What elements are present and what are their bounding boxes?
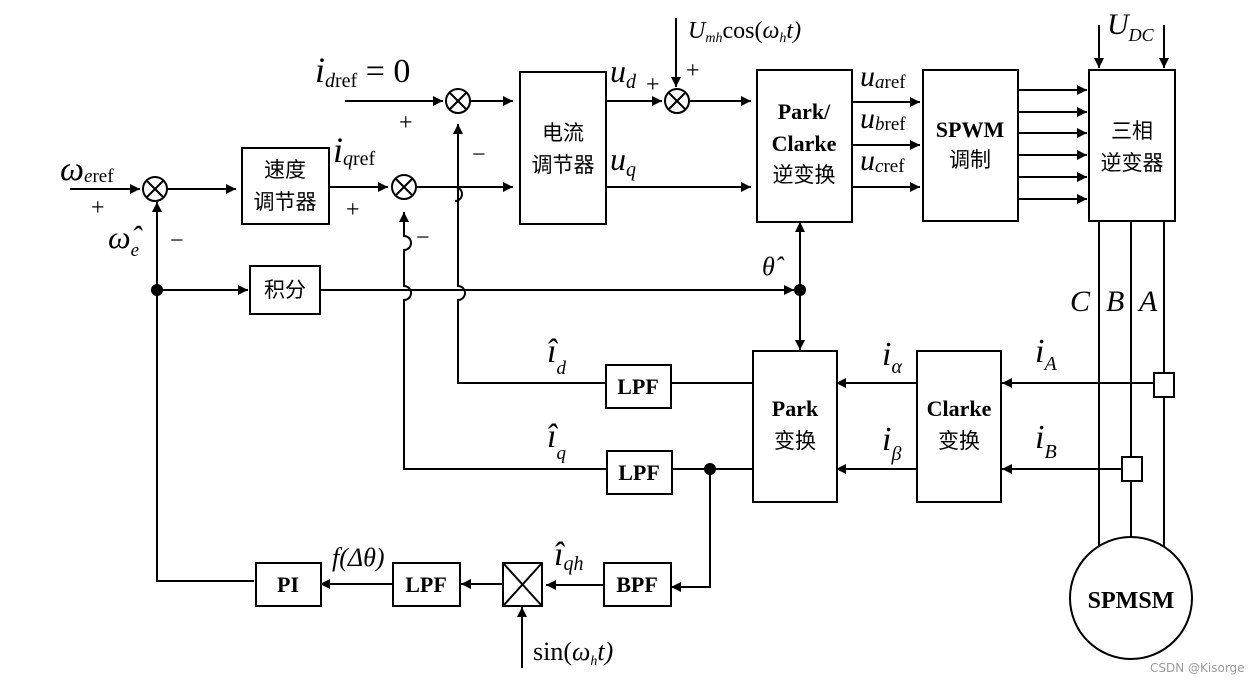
label-uq: uq	[610, 141, 636, 181]
junction-omega-hat	[151, 284, 163, 296]
label-phase-c: C	[1070, 285, 1091, 318]
clarke-block: Clarke 变换	[916, 350, 1002, 503]
wire-omega-hat	[152, 202, 254, 582]
sign-minus-id: −	[472, 142, 486, 168]
lpf-d-block: LPF	[605, 364, 672, 409]
inv-clarke-label: Clarke	[772, 131, 837, 156]
lpf-d-label: LPF	[617, 374, 659, 399]
current-sensor-a	[1153, 372, 1175, 398]
label-iA: iA	[1035, 333, 1057, 375]
pi-block: PI	[255, 562, 322, 607]
wire-iq-feedback	[399, 212, 606, 470]
speed-regulator-label-2: 调节器	[254, 190, 317, 214]
spwm-modulation-label: 调制	[949, 148, 991, 172]
wire-to-cur-reg-q	[417, 186, 513, 202]
watermark: CSDN @Kisorge	[1150, 661, 1245, 675]
inverter-label-2: 逆变器	[1101, 151, 1164, 175]
park-transform-label: 变换	[774, 429, 816, 453]
spwm-label: SPWM	[936, 117, 1005, 142]
pi-label: PI	[277, 572, 299, 597]
current-regulator-label-2: 调节器	[532, 153, 595, 177]
label-i-beta: iβ	[882, 421, 901, 465]
lpf-demod-label: LPF	[405, 572, 447, 597]
lpf-q-label: LPF	[618, 460, 660, 485]
multiplier-block	[502, 562, 543, 607]
sum-junction-id	[445, 88, 471, 114]
sign-plus-injection: +	[686, 58, 700, 84]
inverse-park-clarke-block: Park/ Clarke 逆变换	[756, 69, 853, 223]
label-theta-hat: θ̂	[762, 252, 785, 281]
clarke-label: Clarke	[927, 396, 992, 421]
inverter-block: 三相 逆变器	[1088, 69, 1176, 222]
label-id-ref: idref = 0	[315, 50, 410, 92]
label-udc: UDC	[1107, 8, 1155, 45]
sign-plus-omega: +	[91, 195, 105, 221]
label-ua-ref: uaref	[860, 60, 906, 93]
motor-spmsm: SPMSM	[1069, 536, 1193, 660]
sign-plus-iq: +	[346, 197, 360, 223]
label-phase-a: A	[1137, 285, 1158, 318]
spwm-block: SPWM 调制	[922, 69, 1019, 222]
label-demod-signal: sin(ωht)	[533, 637, 613, 669]
speed-regulator-label-1: 速度	[264, 158, 306, 182]
sum-junction-iq	[391, 174, 417, 200]
park-block: Park 变换	[752, 350, 838, 503]
sign-plus-ud: +	[646, 72, 660, 98]
speed-regulator-block: 速度 调节器	[241, 147, 330, 225]
junction-theta-hat	[794, 284, 806, 296]
integrator-block: 积分	[249, 265, 321, 315]
park-label: Park	[772, 396, 819, 421]
label-omega-ref: ωeref	[60, 151, 114, 188]
current-regulator-block: 电流 调节器	[519, 71, 607, 225]
wires	[70, 18, 1169, 668]
motor-label: SPMSM	[1088, 588, 1175, 614]
lpf-demod-block: LPF	[392, 562, 461, 607]
inverter-label-1: 三相	[1111, 119, 1153, 143]
label-phase-b: B	[1106, 285, 1124, 318]
label-ud: ud	[610, 53, 637, 93]
label-iq-ref: iqref	[333, 130, 376, 170]
current-regulator-label-1: 电流	[542, 121, 584, 145]
label-iqh-hat: îqh	[554, 536, 583, 575]
inv-transform-label: 逆变换	[773, 163, 836, 187]
sign-minus-iq: −	[416, 225, 430, 251]
junction-iq	[704, 463, 716, 475]
clarke-transform-label: 变换	[938, 429, 980, 453]
sum-junction-injection	[664, 88, 690, 114]
sign-plus-id: +	[399, 110, 413, 136]
current-sensor-b	[1121, 456, 1143, 482]
bpf-label: BPF	[616, 572, 658, 597]
label-i-alpha: iα	[882, 336, 902, 378]
label-ub-ref: ubref	[860, 102, 906, 135]
wire-id-feedback	[453, 124, 606, 384]
integrator-label: 积分	[264, 278, 306, 302]
label-uc-ref: ucref	[860, 144, 905, 177]
label-omega-hat: ω̂e	[108, 219, 143, 261]
label-f-delta-theta: f(Δθ)	[332, 543, 385, 572]
sum-junction-speed	[142, 176, 168, 202]
wire-to-bpf	[671, 469, 711, 592]
label-iB: iB	[1035, 419, 1057, 463]
signs: + − + − + − + +	[91, 58, 700, 254]
bpf-block: BPF	[603, 562, 672, 607]
sign-minus-omega: −	[170, 228, 184, 254]
lpf-q-block: LPF	[606, 450, 673, 495]
label-id-hat: îd	[547, 333, 566, 379]
gate-signals	[1018, 85, 1087, 204]
label-iq-hat: îq	[547, 418, 566, 464]
inv-park-label: Park/	[778, 99, 831, 124]
label-injection-voltage: Umhcos(ωht)	[688, 18, 801, 46]
